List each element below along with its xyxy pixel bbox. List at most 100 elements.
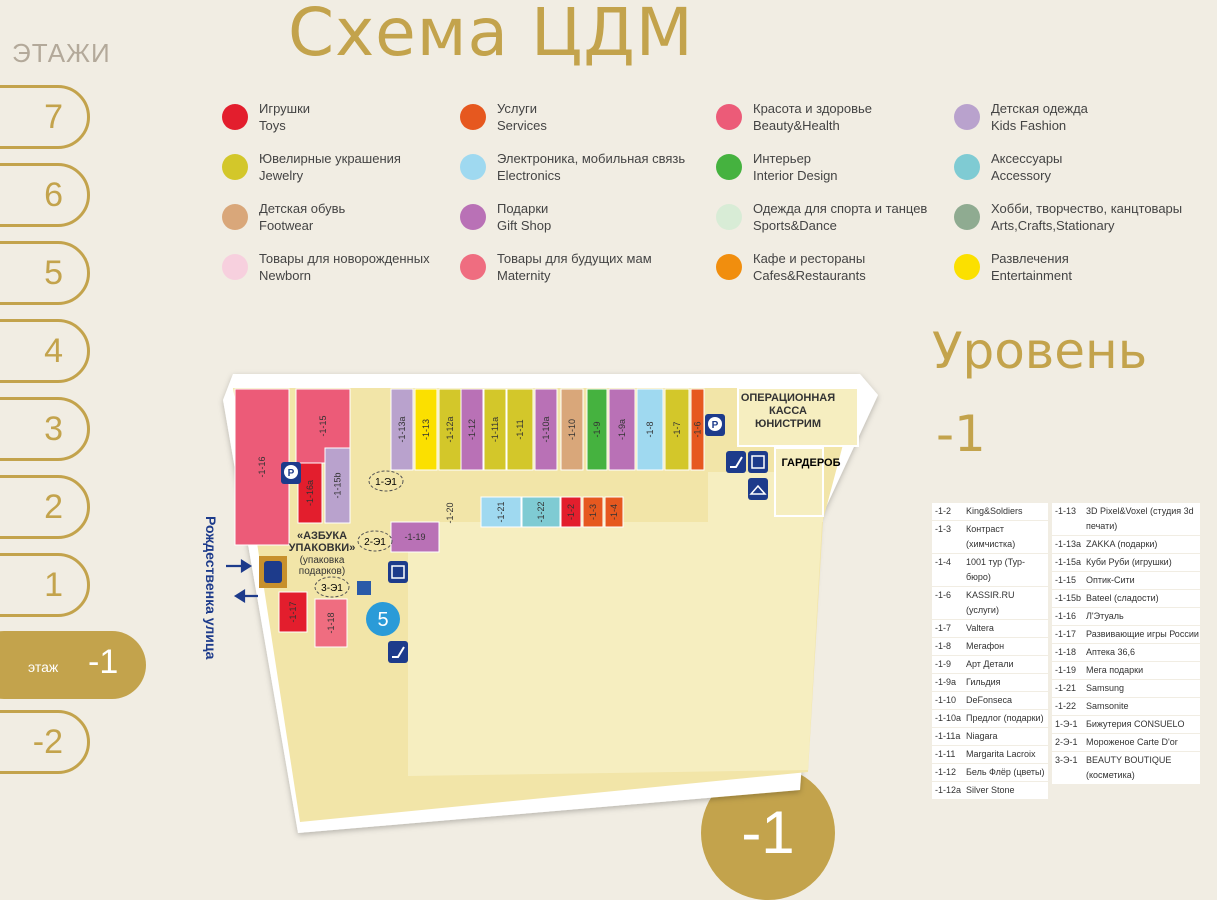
legend-color-dot (222, 204, 248, 230)
entrance-arrows (226, 559, 258, 603)
shop-label: -1-15b (333, 472, 343, 498)
svg-text:УПАКОВКИ»: УПАКОВКИ» (289, 542, 356, 554)
shop-121: -1-21 (480, 496, 522, 528)
store-name: BEAUTY BOUTIQUE (косметика) (1086, 755, 1172, 780)
floor-button-3[interactable]: 3 (0, 397, 90, 461)
kiosk-label: 1-Э1 (375, 477, 397, 488)
store-code: 2-Э-1 (1055, 737, 1078, 747)
level-title: Уровень (932, 322, 1148, 380)
floors-label: ЭТАЖИ (12, 38, 111, 68)
level-badge-text: -1 (741, 799, 795, 866)
store-name: Куби Руби (игрушки) (1086, 557, 1172, 567)
shop-label: -1-13 (421, 419, 431, 440)
floor-label: 4 (44, 332, 63, 370)
store-code: -1-3 (935, 524, 952, 534)
svg-text:P: P (712, 420, 719, 431)
shop-label: -1-13a (397, 416, 407, 442)
floor-button-1[interactable]: 1 (0, 553, 90, 617)
shop-label: -1-9 (592, 421, 602, 437)
shop-112: -1-12 (460, 388, 484, 471)
shop-label: -1-6 (693, 421, 703, 437)
legend-label-en: Footwear (259, 218, 314, 233)
store-code: -1-11 (935, 749, 956, 759)
floor-button-6[interactable]: 6 (0, 163, 90, 227)
legend-color-dot (954, 204, 980, 230)
legend-color-dot (460, 254, 486, 280)
entrance-mat (259, 556, 287, 588)
legend-color-dot (716, 254, 742, 280)
shop-19a: -1-9a (608, 388, 636, 471)
svg-text:ОПЕРАЦИОННАЯ: ОПЕРАЦИОННАЯ (741, 392, 835, 404)
store-name: Аптека 36,6 (1086, 647, 1136, 657)
entrance-icon (264, 561, 282, 583)
store-name: Бель Флёр (цветы) (966, 767, 1045, 777)
store-code: -1-18 (1055, 647, 1077, 657)
cashier-label: ОПЕРАЦИОННАЯ КАССА ЮНИСТРИМ (741, 392, 835, 430)
shop-116: -1-16 (234, 388, 290, 546)
store-row: -1-18 Аптека 36,6 (1052, 644, 1200, 662)
legend-label-en: Kids Fashion (991, 118, 1067, 133)
shop-112a: -1-12a (438, 388, 462, 471)
legend-label-ru: Товары для будущих мам (497, 251, 652, 266)
shop-119: -1-19 (390, 521, 440, 553)
floor-button-4[interactable]: 4 (0, 319, 90, 383)
floor-button-2[interactable]: 2 (0, 475, 90, 539)
legend-label-ru: Детская одежда (991, 101, 1088, 116)
legend-label-ru: Хобби, творчество, канцтовары (991, 201, 1183, 216)
hanger-icon (748, 478, 768, 500)
store-name: Предлог (подарки) (966, 713, 1044, 723)
store-name: Niagara (966, 731, 998, 741)
shop-label: -1-9a (617, 419, 627, 440)
floor-button-minus2[interactable]: -2 (0, 710, 90, 774)
store-code: -1-10 (935, 695, 957, 705)
svg-text:(упаковка: (упаковка (300, 555, 345, 566)
floor-button-minus1-active[interactable]: этаж -1 (0, 631, 146, 699)
svg-text:ЮНИСТРИМ: ЮНИСТРИМ (755, 418, 821, 430)
elevator-5-icon: 5 (366, 602, 400, 636)
level-number: -1 (936, 405, 986, 463)
store-name: Samsung (1086, 683, 1125, 693)
shop-label: -1-16 (257, 456, 267, 477)
store-code: -1-12 (935, 767, 957, 777)
store-name: Арт Детали (966, 659, 1014, 669)
shop-110: -1-10 (560, 388, 584, 471)
shop-118: -1-18 (314, 598, 348, 648)
legend-color-dot (954, 254, 980, 280)
shop-label: -1-10 (567, 419, 577, 440)
shop-120: -1-20 (445, 502, 455, 523)
shop-115b: -1-15b (324, 447, 351, 524)
legend-color-dot (716, 204, 742, 230)
legend-label-en: Toys (259, 118, 286, 133)
legend-label-ru: Одежда для спорта и танцев (753, 201, 928, 216)
legend-label-en: Maternity (497, 268, 551, 283)
kiosk-label: 3-Э1 (321, 583, 343, 594)
store-code: -1-10a (935, 713, 962, 723)
store-code: -1-12a (935, 785, 962, 795)
atm-icon (388, 561, 408, 583)
store-code: -1-21 (1055, 683, 1077, 693)
escalator-icon (388, 641, 408, 663)
legend-label-ru: Детская обувь (259, 201, 346, 216)
legend-color-dot (716, 154, 742, 180)
atm-icon (748, 451, 768, 473)
store-code: 1-Э-1 (1055, 719, 1078, 729)
store-row: -1-10a Предлог (подарки) (932, 710, 1048, 728)
store-name: KASSIR.RU (услуги) (966, 590, 1015, 615)
floor-label: 6 (44, 176, 63, 214)
floor-button-5[interactable]: 5 (0, 241, 90, 305)
store-name: Мега подарки (1086, 665, 1144, 675)
floor-button-7[interactable]: 7 (0, 85, 90, 149)
shop-14: -1-4 (604, 496, 624, 528)
map-wardrobe-room (774, 447, 824, 517)
